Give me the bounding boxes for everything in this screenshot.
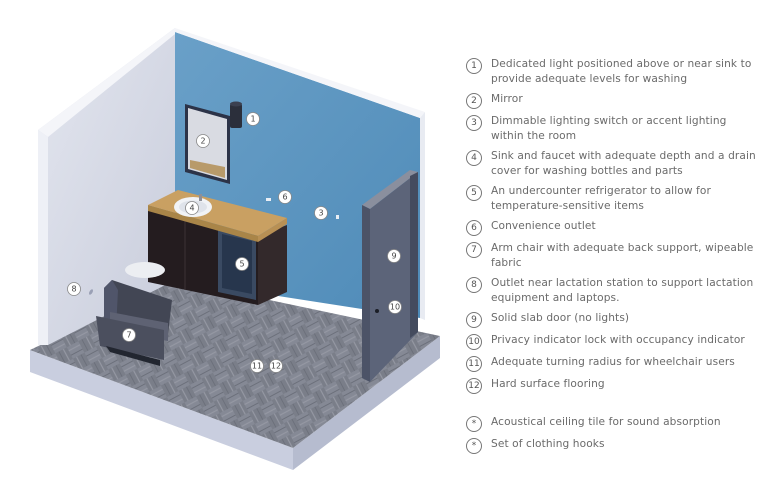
asterisk-badge: * [466, 416, 482, 432]
outlet-6-shape [266, 198, 271, 201]
marker-8: 8 [67, 282, 81, 296]
outlet-8-shape [89, 289, 93, 295]
svg-text:6: 6 [282, 193, 287, 202]
svg-text:5: 5 [239, 260, 244, 269]
legend-extra-clothing-hooks: * Set of clothing hooks [466, 438, 756, 454]
number-badge: 7 [466, 242, 482, 258]
legend-extra-ceiling-tile: * Acoustical ceiling tile for sound absor… [466, 416, 756, 432]
legend-text: Solid slab door (no lights) [491, 312, 630, 324]
door [362, 170, 418, 382]
legend-item-4: 4 Sink and faucet with adequate depth and… [466, 150, 756, 179]
lactation-room-illustration: 1 2 3 4 5 6 7 8 9 10 11 12 [30, 28, 440, 470]
asterisk-badge: * [466, 438, 482, 454]
svg-text:1: 1 [250, 115, 255, 124]
floor-base [30, 336, 440, 470]
number-badge: 3 [466, 115, 482, 131]
legend-item-11: 11 Adequate turning radius for wheelchair… [466, 356, 756, 372]
marker-10: 10 [388, 300, 402, 314]
marker-6: 6 [278, 190, 292, 204]
svg-text:4: 4 [189, 204, 194, 213]
svg-text:12: 12 [271, 362, 281, 371]
number-badge: 4 [466, 150, 482, 166]
number-badge: 10 [466, 334, 482, 350]
legend: 1 Dedicated light positioned above or nea… [466, 58, 756, 460]
legend-text: Set of clothing hooks [491, 438, 605, 450]
legend-item-3: 3 Dimmable lighting switch or accent ligh… [466, 115, 756, 144]
number-badge: 8 [466, 277, 482, 293]
number-badge: 5 [466, 185, 482, 201]
legend-item-10: 10 Privacy indicator lock with occupancy … [466, 334, 756, 350]
marker-9: 9 [387, 249, 401, 263]
marker-2: 2 [196, 134, 210, 148]
svg-text:2: 2 [200, 137, 205, 146]
legend-item-7: 7 Arm chair with adequate back support, w… [466, 242, 756, 271]
legend-text: An undercounter refrigerator to allow fo… [491, 185, 711, 212]
svg-text:9: 9 [391, 252, 396, 261]
svg-text:3: 3 [318, 209, 323, 218]
legend-spacer [466, 400, 756, 416]
svg-text:10: 10 [390, 303, 400, 312]
switch-3-shape [336, 215, 339, 219]
number-badge: 9 [466, 312, 482, 328]
marker-4: 4 [185, 201, 199, 215]
number-badge: 6 [466, 220, 482, 236]
legend-text: Acoustical ceiling tile for sound absorp… [491, 416, 721, 428]
legend-item-12: 12 Hard surface flooring [466, 378, 756, 394]
legend-text: Arm chair with adequate back support, wi… [491, 242, 754, 269]
legend-item-6: 6 Convenience outlet [466, 220, 756, 236]
marker-12: 12 [269, 359, 283, 373]
marker-3: 3 [314, 206, 328, 220]
wall-light [230, 101, 242, 128]
legend-item-9: 9 Solid slab door (no lights) [466, 312, 756, 328]
legend-text: Convenience outlet [491, 220, 596, 232]
svg-text:7: 7 [126, 331, 131, 340]
legend-text: Mirror [491, 93, 523, 105]
legend-item-1: 1 Dedicated light positioned above or nea… [466, 58, 756, 87]
marker-5: 5 [235, 257, 249, 271]
legend-item-2: 2 Mirror [466, 93, 756, 109]
legend-text: Sink and faucet with adequate depth and … [491, 150, 756, 177]
legend-text: Dimmable lighting switch or accent light… [491, 115, 727, 142]
markers: 1 2 3 4 5 6 7 8 9 10 11 12 [67, 112, 402, 373]
marker-7: 7 [122, 328, 136, 342]
svg-text:11: 11 [252, 362, 262, 371]
legend-item-5: 5 An undercounter refrigerator to allow f… [466, 185, 756, 214]
number-badge: 2 [466, 93, 482, 109]
legend-text: Hard surface flooring [491, 378, 605, 390]
legend-text: Privacy indicator lock with occupancy in… [491, 334, 745, 346]
number-badge: 12 [466, 378, 482, 394]
number-badge: 1 [466, 58, 482, 74]
legend-text: Dedicated light positioned above or near… [491, 58, 752, 85]
svg-text:8: 8 [71, 285, 76, 294]
legend-text: Outlet near lactation station to support… [491, 277, 754, 304]
legend-item-8: 8 Outlet near lactation station to suppor… [466, 277, 756, 306]
vanity-cabinet [148, 190, 287, 305]
marker-11: 11 [250, 359, 264, 373]
marker-1: 1 [246, 112, 260, 126]
number-badge: 11 [466, 356, 482, 372]
legend-text: Adequate turning radius for wheelchair u… [491, 356, 735, 368]
